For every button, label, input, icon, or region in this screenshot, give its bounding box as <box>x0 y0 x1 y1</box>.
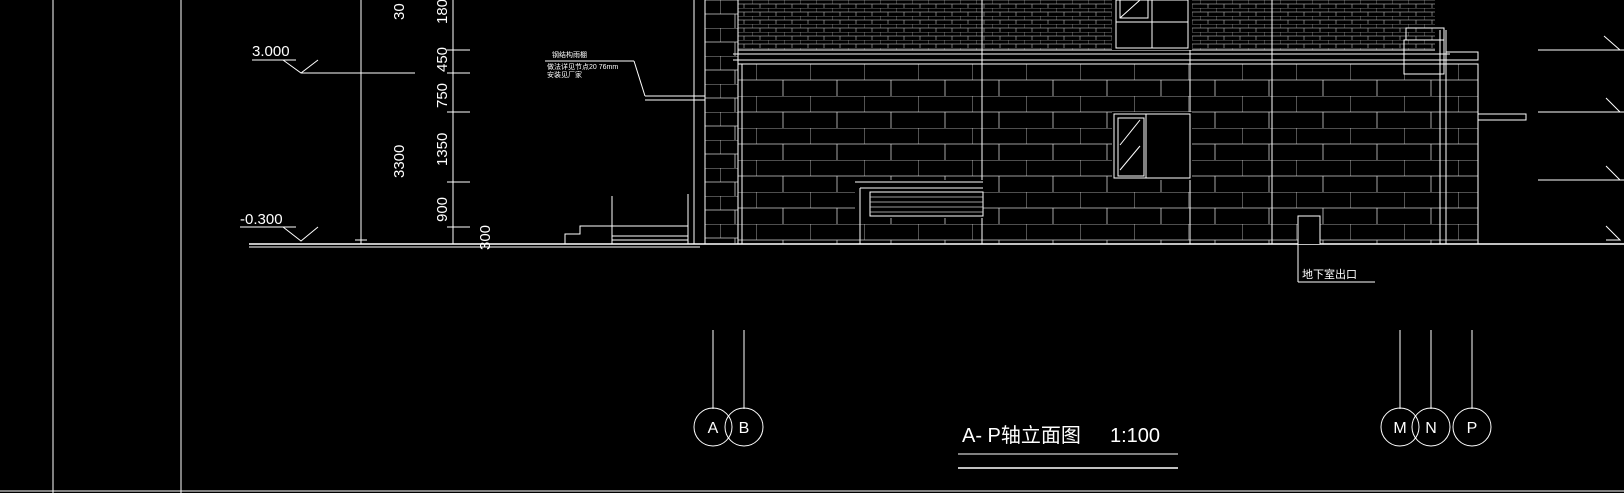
brick-column-left <box>705 0 738 244</box>
window-upper <box>1112 0 1192 50</box>
dim-300: 300 <box>477 225 494 250</box>
basement-exit: 地下室出口 <box>1297 215 1375 283</box>
dim-30: 30 <box>391 3 408 20</box>
basement-exit-label: 地下室出口 <box>1302 267 1357 281</box>
canopy-note-2: 做法详见节点20 76mm <box>547 62 618 71</box>
svg-text:M: M <box>1393 420 1406 437</box>
canopy-callout: 钢结构雨棚 做法详见节点20 76mm 安装见厂家 <box>545 50 705 101</box>
canopy-note-1: 钢结构雨棚 <box>552 50 587 59</box>
roof-brick-band <box>738 0 1435 50</box>
side-ledge <box>1477 113 1527 121</box>
dim-750: 750 <box>434 83 451 108</box>
drawing-scale-text: 1:100 <box>1110 425 1160 447</box>
axis-bubble-a: A <box>693 407 733 447</box>
dim-180: 180 <box>434 0 451 24</box>
axis-bubble-n: N <box>1411 407 1451 447</box>
entrance-steps <box>564 0 695 244</box>
axis-bubble-m: M <box>1380 407 1420 447</box>
window-lower <box>1112 112 1192 180</box>
dimension-chain-outer: 30 3300 <box>355 0 408 244</box>
level-upper-text: 3.000 <box>252 43 290 60</box>
canopy-note-3: 安装见厂家 <box>547 70 582 79</box>
drawing-title: A- P轴立面图 1:100 <box>958 424 1178 469</box>
brick-wall-main <box>738 64 1478 244</box>
dimension-chain-inner: 180 450 750 1350 900 300 <box>434 0 494 250</box>
dim-900: 900 <box>434 197 451 222</box>
svg-text:N: N <box>1425 420 1437 437</box>
louvre-vent <box>855 180 984 244</box>
level-mark-upper: 3.000 <box>252 43 415 74</box>
right-edge-marks <box>1538 35 1624 241</box>
dim-1350: 1350 <box>434 133 451 166</box>
axis-bubble-p: P <box>1452 407 1492 447</box>
svg-text:B: B <box>739 420 750 437</box>
level-ground-text: -0.300 <box>240 211 283 228</box>
level-mark-ground: -0.300 <box>240 211 319 242</box>
dim-450: 450 <box>434 47 451 72</box>
axis-bubble-b: B <box>724 407 764 447</box>
dim-3300: 3300 <box>391 145 408 178</box>
drawing-title-text: A- P轴立面图 <box>962 424 1081 447</box>
svg-text:A: A <box>708 420 719 437</box>
svg-text:P: P <box>1467 420 1478 437</box>
